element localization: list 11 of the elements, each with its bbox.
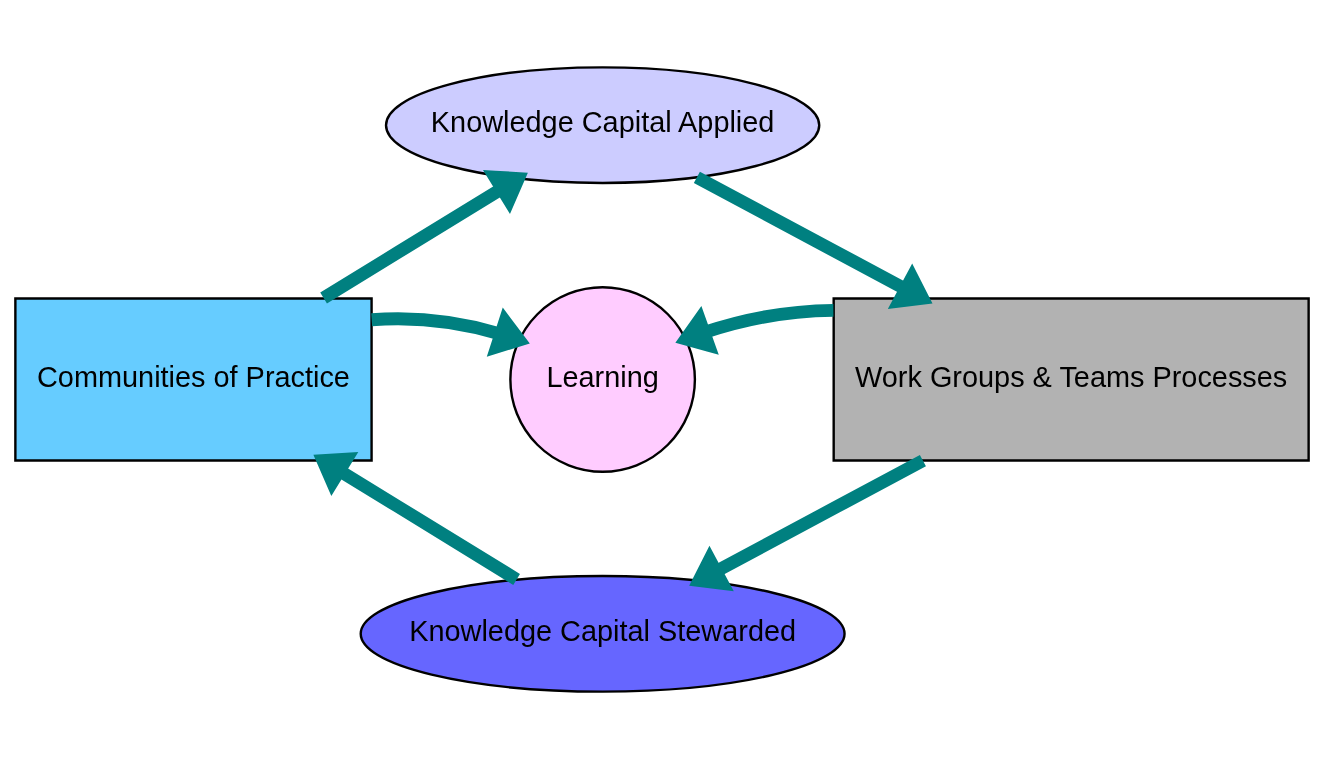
arrow: [689, 454, 926, 592]
node-ellipse: Knowledge Capital Applied: [384, 66, 821, 185]
node-box: Work Groups & Teams Processes: [832, 297, 1310, 462]
node-box: Communities of Practice: [14, 297, 373, 462]
arrow: [693, 171, 933, 309]
arrow: [371, 307, 530, 357]
node-ellipse: Knowledge Capital Stewarded: [359, 574, 846, 693]
arrow: [320, 169, 528, 304]
node-circle: Learning: [509, 286, 697, 473]
arrow: [313, 452, 520, 585]
arrow: [675, 303, 834, 355]
